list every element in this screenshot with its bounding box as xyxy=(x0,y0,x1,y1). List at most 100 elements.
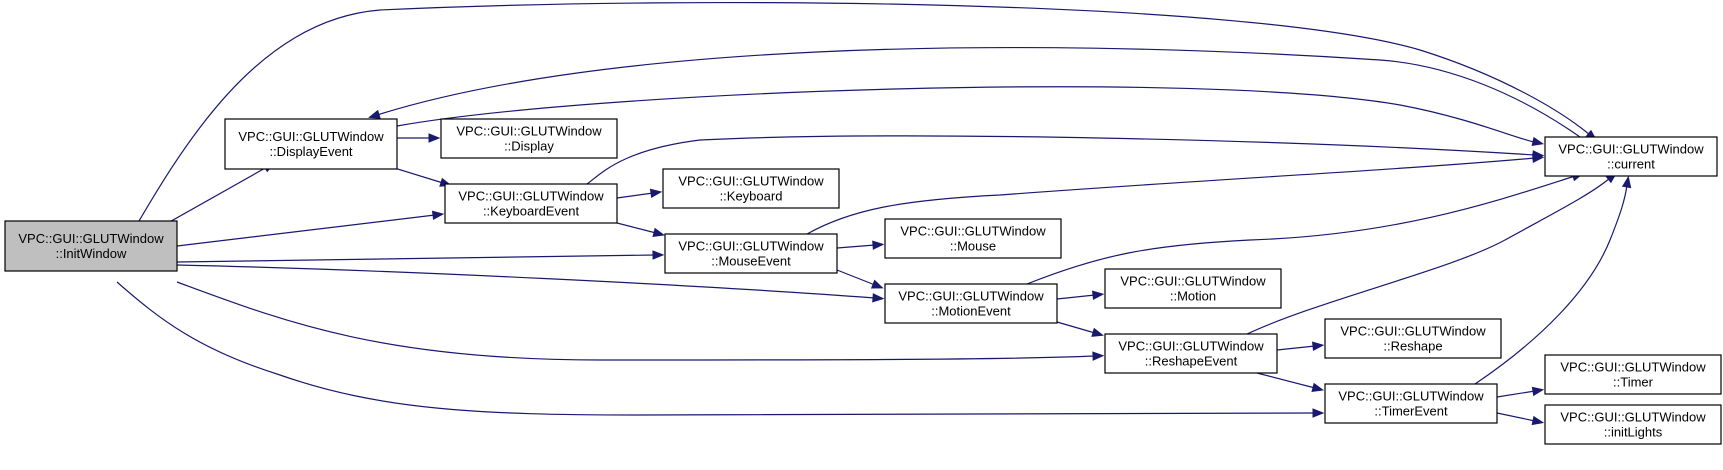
edge-reshapeevent-to-timerevent xyxy=(1256,372,1325,392)
edge-line xyxy=(176,264,876,299)
edge-keyboardevent-to-keyboard xyxy=(616,188,663,199)
edges-layer xyxy=(116,1,1632,426)
node-mouseevent[interactable]: VPC::GUI::GLUTWindow::MouseEvent xyxy=(664,233,838,274)
node-label-class: VPC::GUI::GLUTWindow xyxy=(898,289,1044,304)
node-box xyxy=(4,220,178,272)
node-label-method: ::MotionEvent xyxy=(931,304,1011,319)
node-box xyxy=(884,218,1062,259)
node-box xyxy=(444,183,618,224)
node-box xyxy=(1544,404,1722,445)
node-timerevent[interactable]: VPC::GUI::GLUTWindow::TimerEvent xyxy=(1324,383,1498,424)
node-label-class: VPC::GUI::GLUTWindow xyxy=(1560,410,1706,425)
edge-initwindow-to-timerevent xyxy=(116,281,1325,418)
arrowhead-icon xyxy=(1091,327,1104,337)
edge-line xyxy=(396,86,1536,143)
edge-line xyxy=(176,254,656,263)
edge-line xyxy=(836,269,876,286)
edge-line xyxy=(116,281,1316,416)
edge-initwindow-to-reshapeevent xyxy=(176,281,1105,361)
node-box xyxy=(1544,354,1722,395)
node-label-method: ::initLights xyxy=(1604,425,1663,440)
edge-current-to-displayevent xyxy=(368,46,1581,138)
node-reshapeevent[interactable]: VPC::GUI::GLUTWindow::ReshapeEvent xyxy=(1104,333,1278,374)
edge-timerevent-to-current xyxy=(1474,175,1632,385)
edge-keyboardevent-to-mouseevent xyxy=(616,222,666,237)
edge-line xyxy=(1056,294,1096,300)
edge-line xyxy=(1026,175,1576,285)
arrowhead-icon xyxy=(1531,415,1545,426)
arrowhead-icon xyxy=(652,227,666,237)
edge-line xyxy=(1256,372,1316,389)
node-current[interactable]: VPC::GUI::GLUTWindow::current xyxy=(1544,136,1718,177)
arrowhead-icon xyxy=(652,250,665,260)
arrowhead-icon xyxy=(431,210,445,221)
edge-mouseevent-to-motionevent xyxy=(836,269,884,289)
node-label-method: ::Motion xyxy=(1170,289,1216,304)
node-label-method: ::MouseEvent xyxy=(711,254,791,269)
node-label-method: ::TimerEvent xyxy=(1374,404,1448,419)
node-mouse[interactable]: VPC::GUI::GLUTWindow::Mouse xyxy=(884,218,1062,259)
node-label-class: VPC::GUI::GLUTWindow xyxy=(456,124,602,139)
edge-timerevent-to-initlights xyxy=(1496,412,1545,426)
node-label-class: VPC::GUI::GLUTWindow xyxy=(678,174,824,189)
edge-motionevent-to-motion xyxy=(1056,290,1105,300)
node-label-class: VPC::GUI::GLUTWindow xyxy=(678,239,824,254)
node-label-class: VPC::GUI::GLUTWindow xyxy=(1338,389,1484,404)
node-label-method: ::Mouse xyxy=(950,239,996,254)
edge-mouseevent-to-mouse xyxy=(836,240,885,250)
node-motion[interactable]: VPC::GUI::GLUTWindow::Motion xyxy=(1104,268,1282,309)
edge-line xyxy=(1474,184,1628,385)
node-display[interactable]: VPC::GUI::GLUTWindow::Display xyxy=(440,118,618,159)
node-keyboardevent[interactable]: VPC::GUI::GLUTWindow::KeyboardEvent xyxy=(444,183,618,224)
node-motionevent[interactable]: VPC::GUI::GLUTWindow::MotionEvent xyxy=(884,283,1058,324)
edge-line xyxy=(376,46,1581,138)
node-label-method: ::InitWindow xyxy=(56,246,127,261)
arrowhead-icon xyxy=(1312,408,1325,418)
edge-line xyxy=(1276,345,1316,351)
edge-initwindow-to-mouseevent xyxy=(176,250,665,263)
node-box xyxy=(440,118,618,159)
arrowhead-icon xyxy=(368,109,381,119)
node-keyboard[interactable]: VPC::GUI::GLUTWindow::Keyboard xyxy=(662,168,840,209)
node-label-class: VPC::GUI::GLUTWindow xyxy=(1560,360,1706,375)
arrowhead-icon xyxy=(872,293,885,303)
edge-line xyxy=(616,192,654,199)
node-label-method: ::Display xyxy=(504,139,554,154)
edge-line xyxy=(616,222,657,234)
edge-line xyxy=(586,135,1536,185)
edge-line xyxy=(1056,321,1096,334)
node-label-class: VPC::GUI::GLUTWindow xyxy=(1558,142,1704,157)
arrowhead-icon xyxy=(1621,175,1632,189)
node-label-method: ::ReshapeEvent xyxy=(1145,354,1238,369)
node-box xyxy=(1104,333,1278,374)
node-label-method: ::DisplayEvent xyxy=(269,144,352,159)
node-initwindow[interactable]: VPC::GUI::GLUTWindow::InitWindow xyxy=(4,220,178,272)
edge-line xyxy=(1246,177,1611,335)
edge-motionevent-to-reshapeevent xyxy=(1056,321,1104,337)
edge-line xyxy=(124,1,1591,246)
node-label-class: VPC::GUI::GLUTWindow xyxy=(238,129,384,144)
edge-line xyxy=(1496,390,1536,398)
arrowhead-icon xyxy=(1092,290,1105,300)
node-initlights[interactable]: VPC::GUI::GLUTWindow::initLights xyxy=(1544,404,1722,445)
arrowhead-icon xyxy=(1092,351,1105,361)
node-box xyxy=(1104,268,1282,309)
node-label-class: VPC::GUI::GLUTWindow xyxy=(18,231,164,246)
arrowhead-icon xyxy=(1311,382,1325,392)
node-reshape[interactable]: VPC::GUI::GLUTWindow::Reshape xyxy=(1324,318,1502,359)
edge-motionevent-to-current xyxy=(1026,172,1584,285)
node-box xyxy=(884,283,1058,324)
node-displayevent[interactable]: VPC::GUI::GLUTWindow::DisplayEvent xyxy=(224,118,398,170)
node-timer[interactable]: VPC::GUI::GLUTWindow::Timer xyxy=(1544,354,1722,395)
arrowhead-icon xyxy=(1531,386,1545,397)
arrowhead-icon xyxy=(649,188,663,199)
edge-displayevent-to-display xyxy=(397,133,441,143)
edge-line xyxy=(836,244,876,249)
node-box xyxy=(1324,318,1502,359)
node-label-class: VPC::GUI::GLUTWindow xyxy=(1118,339,1264,354)
node-box xyxy=(1544,136,1718,177)
node-box xyxy=(664,233,838,274)
nodes-layer: VPC::GUI::GLUTWindow::InitWindowVPC::GUI… xyxy=(4,118,1722,445)
edge-initwindow-to-keyboardevent xyxy=(176,210,445,247)
